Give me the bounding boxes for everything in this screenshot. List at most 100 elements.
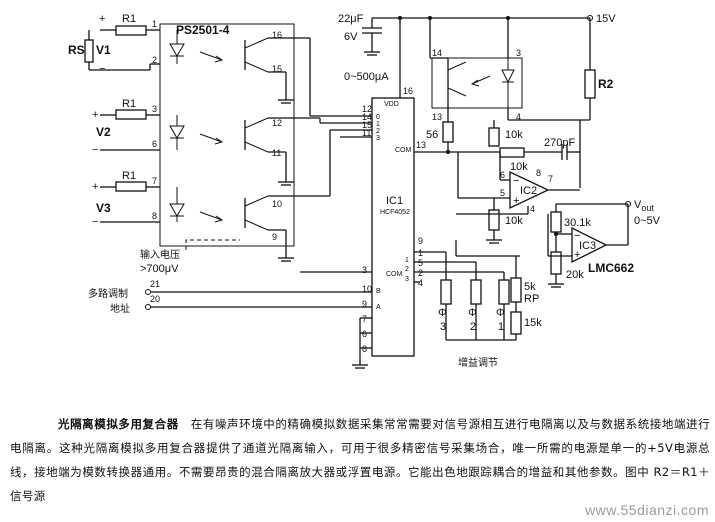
- vout-label: Vout: [634, 199, 654, 213]
- plus-sign-2: +: [92, 109, 98, 121]
- svg-text:7: 7: [152, 176, 157, 186]
- input-channel-3: R1 + V3 −: [92, 170, 160, 228]
- svg-text:1: 1: [152, 19, 157, 29]
- current-label: 0~500μA: [344, 71, 389, 83]
- svg-text:9: 9: [272, 232, 277, 242]
- svg-text:4: 4: [418, 278, 423, 288]
- address-terminal-21: [145, 289, 151, 295]
- svg-text:13: 13: [432, 112, 442, 122]
- v1-label: V1: [96, 43, 111, 57]
- rs-label: RS: [68, 43, 85, 57]
- resistor-rs: [84, 39, 94, 63]
- led-icon-1: [169, 43, 185, 57]
- resistor-gain-3: [440, 279, 452, 305]
- r10k-a-label: 10k: [505, 129, 523, 141]
- svg-text:+: +: [513, 195, 519, 207]
- light-arrow-icon-2: [199, 133, 224, 145]
- svg-text:+: +: [574, 249, 580, 261]
- svg-text:11: 11: [272, 148, 281, 158]
- svg-text:6: 6: [362, 329, 367, 339]
- svg-text:2: 2: [418, 268, 423, 278]
- ic1-label: IC1: [386, 195, 403, 207]
- svg-text:7: 7: [548, 174, 553, 184]
- cap-22uf-label: 22μF: [338, 13, 364, 25]
- svg-text:VDD: VDD: [384, 101, 399, 108]
- resistor-30k: [550, 211, 562, 233]
- r20k-label: 20k: [566, 269, 584, 281]
- resistor-gain-2: [470, 279, 482, 305]
- svg-text:B: B: [376, 288, 381, 295]
- svg-text:6: 6: [152, 139, 157, 149]
- r1-label-3: R1: [122, 170, 136, 182]
- optocoupler-ps2501-4: PS2501-4 1 2 3 6 7 8 16 15 12 11 10 9: [152, 19, 295, 247]
- svg-text:2: 2: [405, 266, 409, 273]
- svg-text:3: 3: [362, 265, 367, 275]
- phi-3: Φ: [438, 307, 447, 319]
- led-icon-3: [169, 203, 185, 217]
- ic3-triangle: [571, 226, 608, 264]
- svg-text:−: −: [574, 230, 580, 242]
- potentiometer-rp: [510, 277, 522, 303]
- r2-label: R2: [598, 77, 614, 91]
- gain-3-label: 3: [440, 321, 446, 333]
- svg-text:3: 3: [516, 48, 521, 58]
- svg-text:1: 1: [418, 248, 423, 258]
- svg-text:3: 3: [152, 104, 157, 114]
- gain-2-label: 2: [470, 321, 476, 333]
- ic2-opamp: IC2 6 5 7 8 4 − +: [500, 168, 553, 214]
- minus-sign-2: −: [92, 144, 98, 156]
- resistor-10k-bottom: [488, 209, 500, 231]
- r10k-c-label: 10k: [505, 215, 523, 227]
- resistor-r1-2: [115, 109, 147, 120]
- svg-text:COM: COM: [386, 271, 403, 278]
- resistor-r1-3: [115, 181, 147, 192]
- watermark: www.55dianzi.com: [585, 502, 709, 518]
- ic2-label: IC2: [520, 185, 537, 197]
- svg-text:COM: COM: [395, 147, 412, 154]
- v2-label: V2: [96, 125, 111, 139]
- r30k-label: 30.1k: [564, 217, 591, 229]
- svg-text:20: 20: [150, 294, 160, 304]
- gain-adjust-label: 增益调节: [458, 356, 498, 369]
- svg-text:15: 15: [362, 120, 372, 130]
- output-terminal: [625, 201, 631, 207]
- svg-text:5: 5: [418, 258, 423, 268]
- cap-6v-label: 6V: [344, 31, 358, 43]
- svg-text:6: 6: [500, 170, 505, 180]
- svg-text:14: 14: [432, 48, 442, 58]
- svg-text:2: 2: [152, 55, 157, 65]
- feedback-led-icon: [501, 69, 515, 84]
- ic1-hcf4052: VDD 16 12 14 15 11 0 1 2 3 COM 13 IC1 HC…: [362, 86, 426, 357]
- address-terminal-20: [145, 304, 151, 310]
- ic3-lmc662: IC3 LMC662 − +: [571, 226, 634, 275]
- supply-15v-label: 15V: [596, 13, 616, 25]
- resistor-15k: [510, 311, 522, 335]
- r5k-label: 5k: [524, 281, 536, 293]
- svg-text:−: −: [513, 175, 519, 187]
- address-label: 地址: [110, 302, 130, 315]
- svg-text:3: 3: [405, 276, 409, 283]
- svg-text:9: 9: [362, 299, 367, 309]
- svg-text:9: 9: [418, 236, 423, 246]
- caption: 光隔离模拟多用复合器在有噪声环境中的精确模拟数据采集常常需要对信号源相互进行电隔…: [10, 412, 710, 508]
- input-voltage-leader: [185, 239, 240, 250]
- svg-text:12: 12: [272, 118, 282, 128]
- phi-2: Φ: [468, 307, 477, 319]
- svg-text:15: 15: [272, 64, 282, 74]
- plus-sign-3: +: [92, 181, 98, 193]
- svg-text:A: A: [376, 304, 381, 311]
- vout-range-label: 0~5V: [634, 215, 661, 227]
- feedback-light-arrow-icon: [470, 75, 491, 87]
- light-arrow-icon-1: [199, 51, 224, 63]
- resistor-20k: [550, 251, 562, 275]
- ic2-triangle: [509, 170, 550, 210]
- svg-text:14: 14: [362, 112, 372, 122]
- ic1-part-label: HCF4052: [380, 209, 410, 216]
- minus-sign-1: −: [99, 63, 105, 75]
- led-icon-2: [169, 125, 185, 139]
- svg-text:16: 16: [272, 30, 282, 40]
- svg-text:10: 10: [362, 284, 372, 294]
- svg-text:12: 12: [362, 104, 372, 114]
- caption-text: 在有噪声环境中的精确模拟数据采集常常需要对信号源相互进行电隔离以及与数据系统接地…: [10, 417, 711, 503]
- input-channel-2: R1 + V2 −: [92, 98, 160, 156]
